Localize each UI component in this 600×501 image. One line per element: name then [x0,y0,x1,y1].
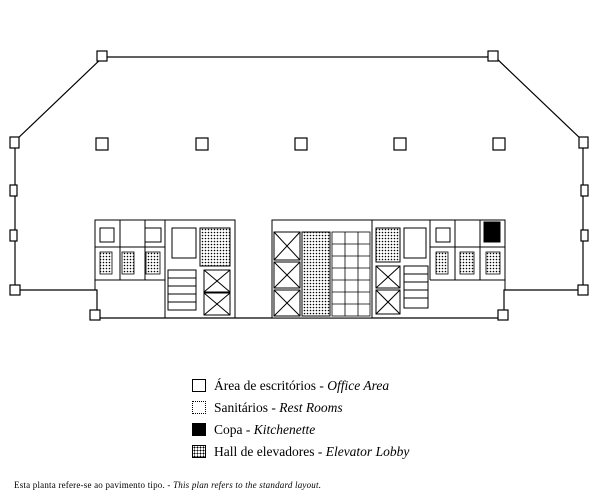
legend-item-kitchenette: Copa - Kitchenette [192,420,492,442]
perimeter-columns [9,50,589,321]
central-lobby [301,231,331,317]
legend-item-office: Área de escritórios - Office Area [192,376,492,398]
legend-label-en: Kitchenette [253,422,316,437]
legend: Área de escritórios - Office Area Sanitá… [192,376,492,464]
legend-label-en: Elevator Lobby [325,444,410,459]
legend-label-pt: Copa [214,422,243,437]
left-core [94,219,236,318]
left-lobby [199,227,231,267]
floor-plan [9,50,589,321]
legend-label-en: Office Area [327,378,390,393]
office-area-swatch [192,379,206,392]
restrooms-swatch [192,401,206,414]
kitchenette-swatch [192,423,206,436]
legend-label-pt: Hall de elevadores [214,444,315,459]
interior-columns [95,137,506,151]
footnote-en: This plan refers to the standard layout. [173,480,322,490]
left-restroom-fixtures [99,251,161,275]
right-restroom-fixtures [435,251,501,275]
footnote: Esta planta refere-se ao pavimento tipo.… [14,480,322,490]
footnote-pt: Esta planta refere-se ao pavimento tipo. [14,480,165,490]
legend-item-restrooms: Sanitários - Rest Rooms [192,398,492,420]
right-kitchenette [483,221,501,243]
legend-label-en: Rest Rooms [279,400,343,415]
elevator-lobby-swatch [192,445,206,458]
right-elevators [375,265,401,315]
left-elevators [203,269,231,316]
legend-item-elevator-lobby: Hall de elevadores - Elevator Lobby [192,442,492,464]
legend-label-pt: Área de escritórios [214,378,316,393]
legend-label-pt: Sanitários [214,400,268,415]
central-grid [331,231,371,317]
right-lobby [375,227,401,263]
